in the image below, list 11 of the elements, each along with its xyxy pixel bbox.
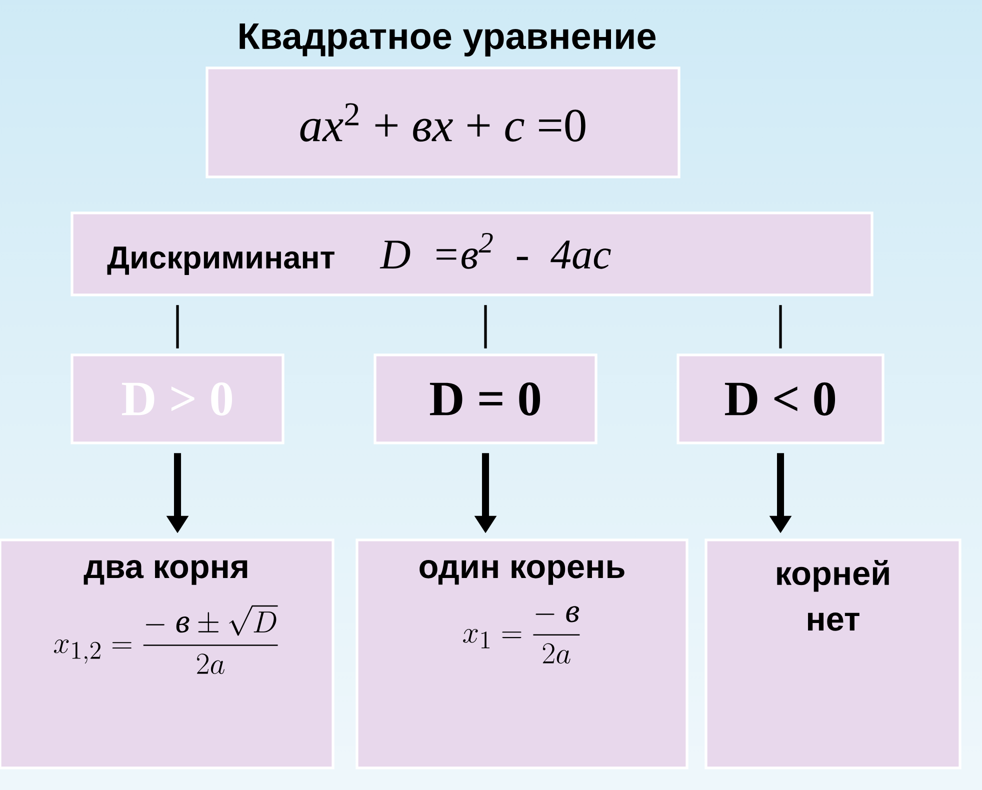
- discriminant-box: Дискриминант D =в$^{2}$ - 4ac: [70, 212, 874, 296]
- connector-line: [484, 305, 487, 348]
- connector-line: [176, 305, 179, 348]
- formula-box: ax$^{2}$ + вx + c =0: [206, 66, 680, 178]
- title: Квадратное уравнение: [240, 23, 656, 56]
- result-box: корней нет: [704, 538, 962, 770]
- condition-box: D < 0: [676, 354, 884, 444]
- condition-box: D = 0: [374, 354, 598, 444]
- connector-line: [779, 305, 782, 348]
- result-box: два корня $x_{1,2} = \frac{-\ \text{\textit{в}} \pm \sqrt{D}}{2a}$: [0, 538, 334, 770]
- result-box: один корень $x_{1} = \frac{-\ \text{\textit{в}}}{2a}$: [356, 538, 688, 770]
